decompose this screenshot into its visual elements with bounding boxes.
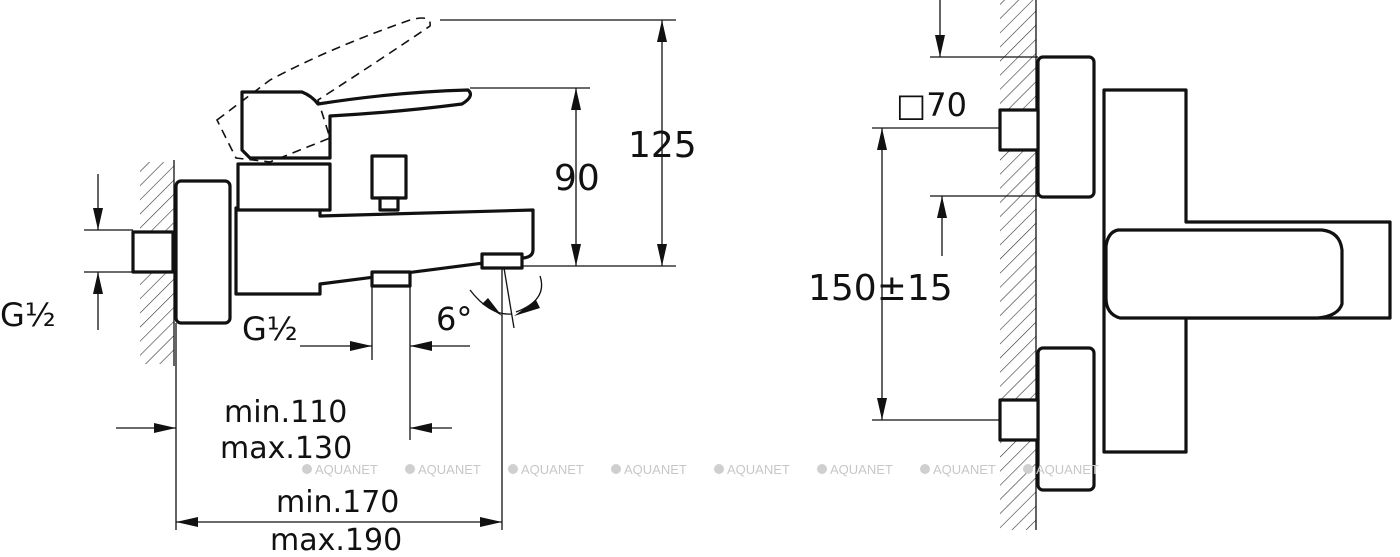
dim-125: 125 [628,125,697,166]
upper-inlet [998,108,1040,152]
watermark-text: AQUANET [933,462,996,477]
wall-hatch-right [1000,0,1036,530]
watermark-text: AQUANET [315,462,378,477]
diverter-knob [370,154,408,200]
dim-thread-outlet: G½ [242,310,298,348]
watermarks: AQUANET AQUANET AQUANET AQUANET AQUANET AQUAN… [302,462,1099,477]
watermark-text: AQUANET [727,462,790,477]
front-view [872,0,1392,530]
dim-thread-inlet: G½ [0,296,56,334]
spout-aerator [480,252,524,270]
dim-spout-max: max.190 [270,523,402,557]
lever-raised-dashed [215,17,431,163]
side-view [84,17,676,530]
diverter-stem [378,196,400,212]
watermark-logo-icon [508,464,518,474]
lever-handle [240,88,473,160]
watermark-text: AQUANET [418,462,481,477]
watermark-text: AQUANET [624,462,687,477]
front-lever [1104,228,1344,320]
dim-outlet-max: max.130 [220,431,352,466]
lower-inlet [998,398,1040,442]
upper-escutcheon [1036,55,1096,199]
watermark-logo-icon [405,464,415,474]
watermark-logo-icon [920,464,930,474]
dim-90: 90 [554,158,600,199]
watermark-logo-icon [714,464,724,474]
dim-square: □70 [896,86,967,124]
lever-base [236,162,332,212]
watermark-logo-icon [817,464,827,474]
watermark-logo-icon [302,464,312,474]
dim-outlet-min: min.110 [224,395,347,430]
dim-spout-min: min.170 [276,485,399,520]
inlet-connector [131,230,175,274]
dim-centers: 150±15 [808,268,953,309]
watermark-logo-icon [611,464,621,474]
dim-angle: 6° [436,300,472,338]
watermark-text: AQUANET [830,462,893,477]
watermark-text: AQUANET [1036,462,1099,477]
mixer-body [234,206,535,296]
outlet-connector [370,270,412,288]
dimension-labels: 125 90 G½ G½ 6° min.110 max.130 min.170 … [0,86,967,557]
escutcheon [174,179,232,325]
watermark-text: AQUANET [521,462,584,477]
watermark-logo-icon [1023,464,1033,474]
